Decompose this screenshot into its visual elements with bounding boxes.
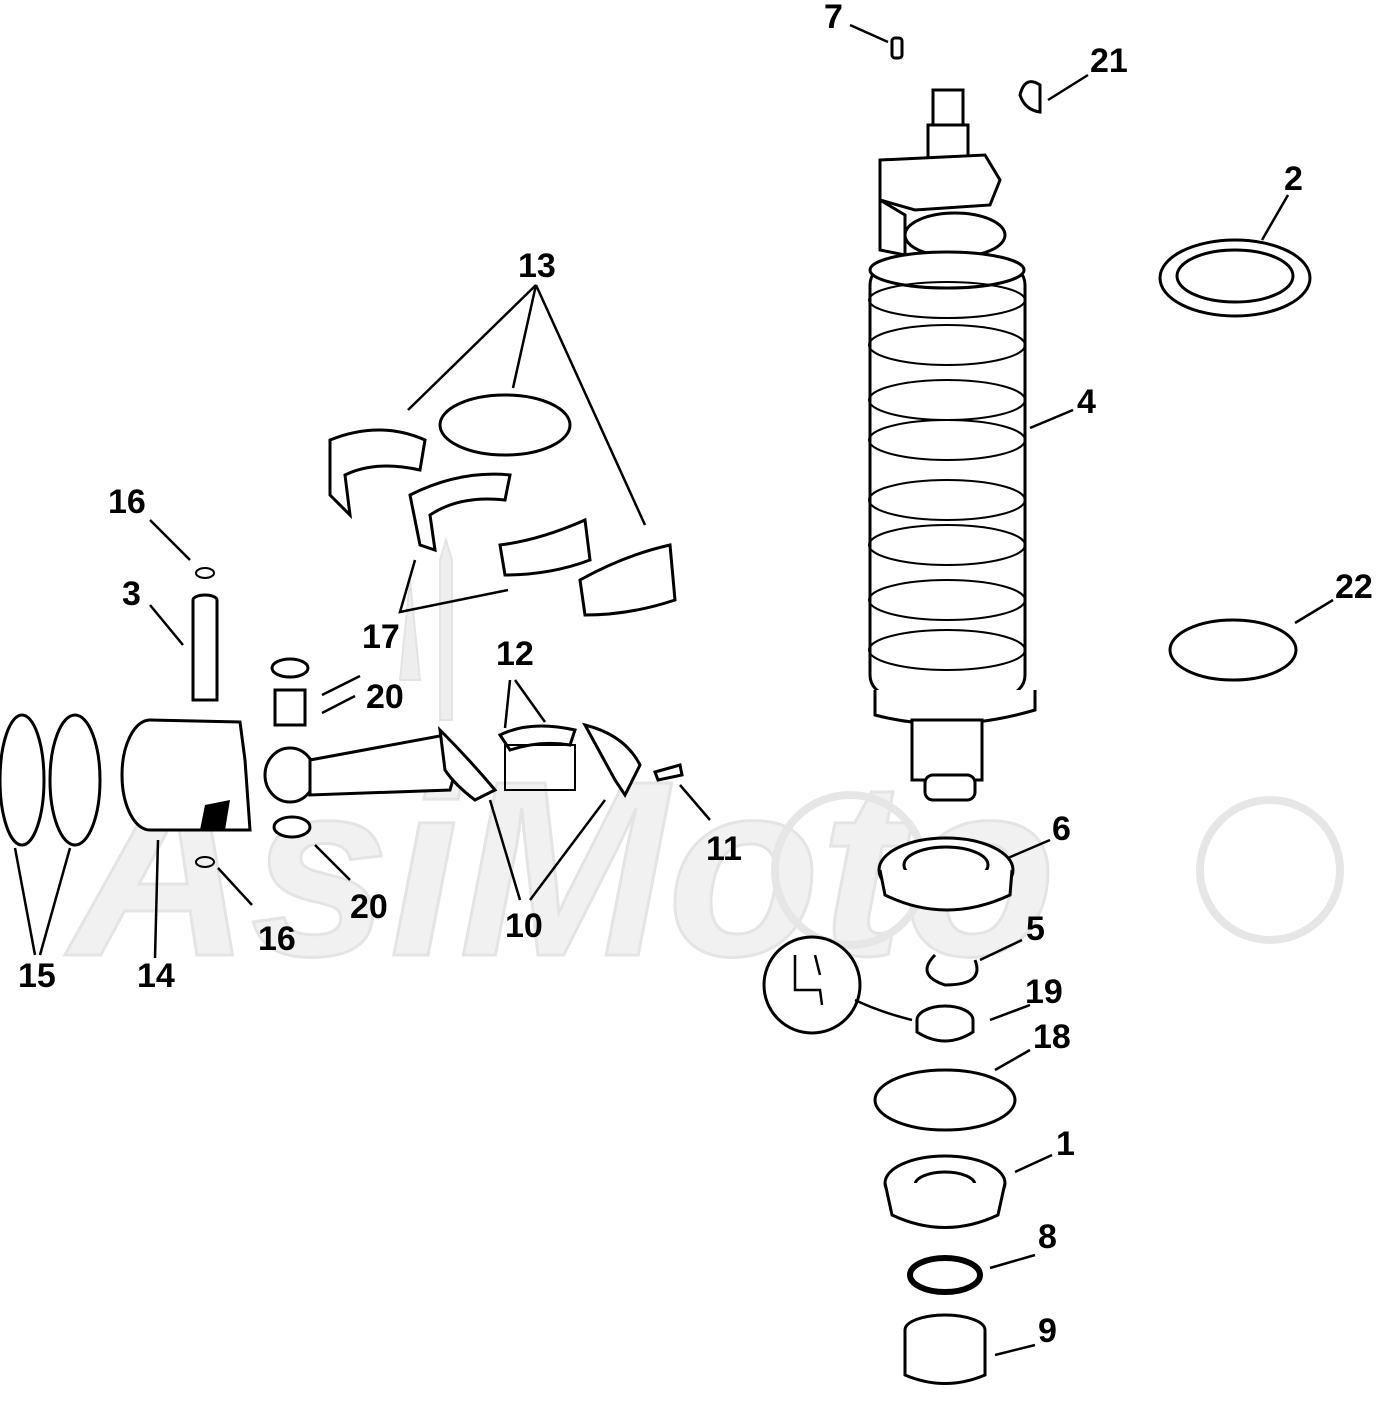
washers-20 xyxy=(270,657,312,839)
woodruff-key-21 xyxy=(1018,80,1042,114)
callout-3: 3 xyxy=(122,575,141,613)
callout-21: 21 xyxy=(1090,42,1128,80)
piston-pin-3 xyxy=(191,593,219,702)
callout-20-top: 20 xyxy=(366,678,404,716)
rod-bearing-halves-13 xyxy=(328,393,677,617)
o-ring-18 xyxy=(873,1068,1017,1132)
callout-14: 14 xyxy=(137,957,175,995)
seal-8 xyxy=(907,1255,983,1295)
callout-10: 10 xyxy=(505,907,543,945)
watermark-wheel-rear xyxy=(1196,796,1344,944)
piston-14 xyxy=(120,718,252,832)
callout-12: 12 xyxy=(496,635,534,673)
needle-cages-17 xyxy=(408,472,592,577)
seal-2 xyxy=(1158,238,1312,318)
piston-rings-15 xyxy=(0,713,102,847)
callout-4: 4 xyxy=(1077,383,1096,421)
callout-22: 22 xyxy=(1335,568,1373,606)
callouts: 7 21 2 4 22 6 5 19 18 1 8 9 13 16 3 17 1… xyxy=(18,0,1373,1350)
bushing-9 xyxy=(903,1313,987,1385)
callout-19: 19 xyxy=(1025,973,1063,1011)
crankshaft xyxy=(868,88,1037,802)
retaining-ring-5 xyxy=(925,953,979,987)
callout-11: 11 xyxy=(706,830,742,868)
watermark: AsiMoto xyxy=(63,536,1344,1010)
callout-20-bottom: 20 xyxy=(350,888,388,926)
circlips-16 xyxy=(195,567,215,868)
callout-9: 9 xyxy=(1038,1312,1057,1350)
callout-16-top: 16 xyxy=(108,483,146,521)
callout-17: 17 xyxy=(362,618,400,656)
callout-7: 7 xyxy=(824,0,843,36)
tool-symbol xyxy=(762,935,862,1035)
callout-2: 2 xyxy=(1284,160,1303,198)
key-7 xyxy=(890,36,904,60)
bolt-11 xyxy=(653,763,684,782)
watermark-castle xyxy=(398,536,453,721)
callout-6: 6 xyxy=(1052,810,1071,848)
callout-18: 18 xyxy=(1033,1018,1071,1056)
o-ring-22 xyxy=(1168,618,1298,682)
leader-lines xyxy=(13,23,1334,1357)
bearing-6 xyxy=(877,836,1015,912)
callout-16-bottom: 16 xyxy=(258,920,296,958)
callout-1: 1 xyxy=(1056,1125,1075,1163)
connecting-rod-10 xyxy=(263,722,642,804)
callout-5: 5 xyxy=(1026,910,1045,948)
callout-13: 13 xyxy=(518,247,556,285)
callout-8: 8 xyxy=(1038,1218,1057,1256)
spacer-19 xyxy=(915,1004,975,1043)
bearing-housing-1 xyxy=(883,1154,1007,1229)
cages-12 xyxy=(497,724,577,791)
callout-15: 15 xyxy=(18,957,56,995)
